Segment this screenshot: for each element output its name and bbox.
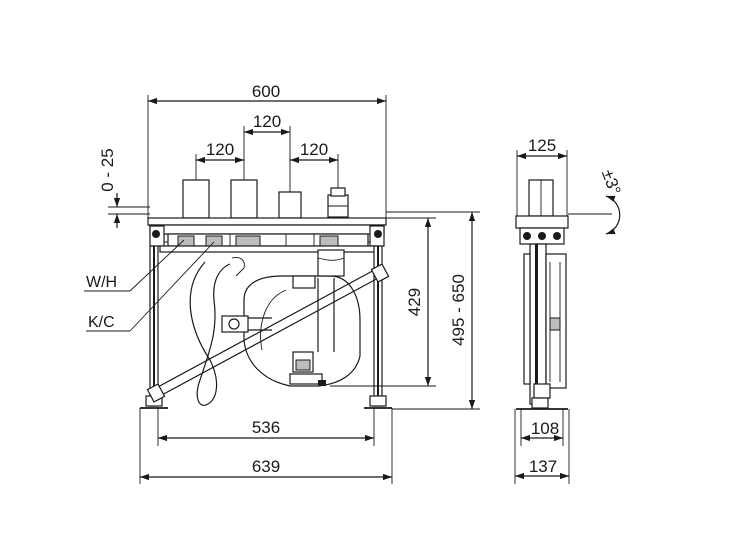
dimension-label-125: 125: [528, 136, 556, 155]
side-top-plate: [515, 215, 569, 229]
flexible-hose: [189, 261, 231, 406]
dimension-overall-width-bottom: 639: [139, 408, 393, 484]
dimension-label-639: 639: [252, 457, 280, 476]
dimension-label-120-a: 120: [206, 140, 234, 159]
foot-right: [369, 395, 387, 407]
dimension-frame-height: 429: [330, 217, 436, 387]
dimension-label-108: 108: [531, 419, 559, 438]
dimension-label-120-c: 120: [300, 140, 328, 159]
dimension-spacing-a: 120: [195, 140, 244, 180]
diagonal-brace: [146, 263, 390, 403]
dimension-label-495-650: 495 - 650: [449, 274, 468, 346]
connection-cylinder-1: [182, 179, 210, 219]
dimension-height-adjust: 0 - 25: [98, 148, 150, 228]
connection-cylinder-3: [278, 191, 302, 219]
cistern-tank: [221, 249, 361, 387]
connection-cylinder-2: [230, 179, 258, 219]
hose-end: [231, 257, 245, 277]
dimension-foot-depth-inner: 108: [520, 409, 564, 446]
dimension-foot-depth-outer: 137: [514, 409, 570, 484]
dimension-total-height: 495 - 650: [386, 211, 480, 410]
dimension-label-137: 137: [529, 457, 557, 476]
dimension-label-600: 600: [252, 82, 280, 101]
dimension-foot-spacing: 536: [157, 408, 375, 446]
dimension-label-0-25: 0 - 25: [98, 148, 117, 191]
side-foot: [531, 397, 549, 409]
dimension-top-depth: 125: [516, 136, 568, 216]
cold-water-label: K/C: [88, 314, 115, 331]
tilt-angle-indicator: ±3°: [568, 167, 625, 235]
front-view: 600 120 120 120 0 - 25: [84, 82, 480, 484]
label-cold-water: K/C: [86, 241, 215, 332]
fittings: [182, 179, 349, 219]
dimension-label-120-b: 120: [253, 112, 281, 131]
valve-cap: [330, 187, 346, 197]
dimension-label-429: 429: [405, 288, 424, 316]
label-hot-water: W/H: [84, 239, 185, 292]
angle-label: ±3°: [598, 167, 625, 198]
dimension-overall-width-top: 600: [147, 82, 387, 218]
dimension-label-536: 536: [252, 418, 280, 437]
side-view: 125 ±3° 108: [514, 136, 625, 484]
top-plate: [147, 217, 387, 247]
dimension-spacing-c: 120: [290, 140, 339, 190]
hot-water-label: W/H: [86, 274, 117, 291]
